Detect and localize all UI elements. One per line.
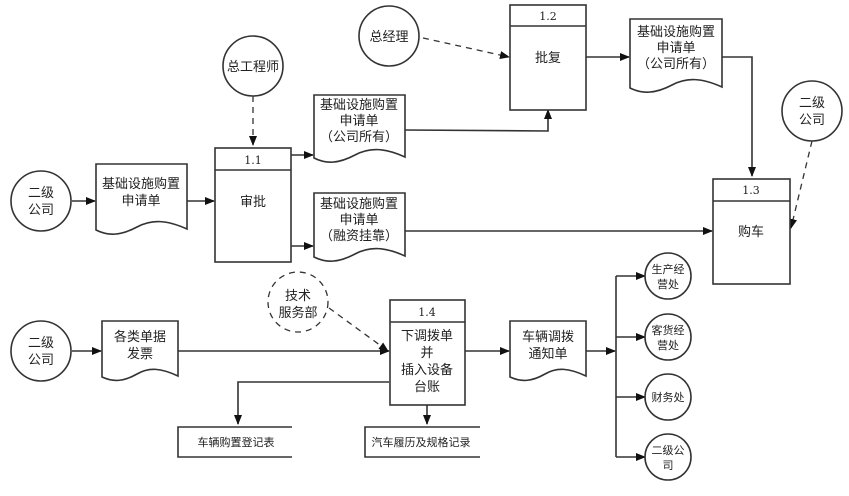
connectors <box>72 37 813 461</box>
store-purchase-register: 车辆购置登记表 <box>177 426 292 458</box>
document-request-form: 基础设施购置 申请单 <box>95 163 188 235</box>
svg-text:基础设施购置: 基础设施购置 <box>102 176 180 192</box>
entity-chief-engineer: 总工程师 <box>222 35 284 97</box>
svg-text:1.2: 1.2 <box>539 10 557 23</box>
svg-text:服务部: 服务部 <box>278 305 317 321</box>
entity-finance-office: 财务处 <box>644 373 692 421</box>
svg-text:财务处: 财务处 <box>652 390 685 404</box>
process-1-4: 1.4 下调拨单 并 插入设备 台账 <box>389 299 466 406</box>
document-request-company-a: 基础设施购置 申请单 （公司所有） <box>313 94 406 163</box>
svg-text:台账: 台账 <box>414 380 440 395</box>
svg-text:基础设施购置: 基础设施购置 <box>320 196 398 212</box>
process-1-2: 1.2 批复 <box>509 4 587 111</box>
svg-text:1.1: 1.1 <box>244 154 262 167</box>
svg-text:营处: 营处 <box>657 338 679 352</box>
svg-text:（公司所有）: （公司所有） <box>637 57 715 72</box>
svg-text:客货经: 客货经 <box>652 323 685 337</box>
svg-text:二级: 二级 <box>28 336 54 351</box>
svg-text:二级: 二级 <box>28 186 54 201</box>
svg-text:二级公: 二级公 <box>652 444 685 457</box>
svg-text:司: 司 <box>663 459 674 472</box>
flow-sub2-to-p13 <box>789 140 813 229</box>
svg-text:通知单: 通知单 <box>528 346 567 362</box>
svg-text:发票: 发票 <box>127 346 153 362</box>
svg-text:1.3: 1.3 <box>742 184 760 197</box>
flow-doc-b-to-p13 <box>722 56 756 177</box>
entity-sub-company-1: 二级 公司 <box>10 170 72 232</box>
svg-text:（公司所有）: （公司所有） <box>320 130 398 145</box>
svg-text:申请单: 申请单 <box>339 213 378 228</box>
svg-text:申请单: 申请单 <box>121 194 160 209</box>
svg-text:生产经: 生产经 <box>652 262 685 276</box>
svg-text:下调拨单: 下调拨单 <box>401 329 453 344</box>
flow-doc-a-to-p12 <box>404 109 552 132</box>
svg-text:基础设施购置: 基础设施购置 <box>320 97 398 113</box>
flow-p14-to-register <box>234 381 389 425</box>
svg-text:技术: 技术 <box>285 289 311 304</box>
svg-text:批复: 批复 <box>535 51 561 66</box>
svg-text:基础设施购置: 基础设施购置 <box>637 24 715 40</box>
svg-text:申请单: 申请单 <box>656 41 695 56</box>
svg-text:申请单: 申请单 <box>339 114 378 129</box>
svg-text:营处: 营处 <box>657 277 679 291</box>
entity-freight-office: 客货经 营处 <box>644 313 692 361</box>
svg-text:汽车履历及规格记录: 汽车履历及规格记录 <box>372 435 471 449</box>
svg-text:并: 并 <box>420 346 433 361</box>
svg-text:1.4: 1.4 <box>418 306 436 319</box>
svg-text:各类单据: 各类单据 <box>114 329 166 345</box>
entity-sub-company-out: 二级公 司 <box>644 433 692 481</box>
svg-text:总经理: 总经理 <box>369 30 408 45</box>
entity-general-manager: 总经理 <box>358 5 420 67</box>
document-request-company-b: 基础设施购置 申请单 （公司所有） <box>629 18 723 93</box>
svg-text:购车: 购车 <box>738 224 764 240</box>
flow-gm-to-p12 <box>422 37 510 59</box>
process-1-3: 1.3 购车 <box>712 178 791 285</box>
flow-tech-to-p14 <box>328 307 389 352</box>
document-transfer-notice: 车辆调拨 通知单 <box>509 320 587 382</box>
entity-sub-company-3: 二级 公司 <box>10 320 72 382</box>
svg-text:二级: 二级 <box>799 96 825 111</box>
svg-text:插入设备: 插入设备 <box>401 362 453 378</box>
svg-text:总工程师: 总工程师 <box>227 60 279 75</box>
svg-text:车辆购置登记表: 车辆购置登记表 <box>198 435 275 449</box>
entity-production-office: 生产经 营处 <box>644 252 692 300</box>
svg-text:公司: 公司 <box>28 203 54 218</box>
entity-tech-service: 技术 服务部 <box>267 271 329 333</box>
svg-text:车辆调拨: 车辆调拨 <box>522 329 574 345</box>
entity-sub-company-2: 二级 公司 <box>781 80 843 142</box>
svg-text:公司: 公司 <box>799 113 825 128</box>
svg-text:审批: 审批 <box>240 195 266 210</box>
store-vehicle-history: 汽车履历及规格记录 <box>364 426 480 458</box>
document-invoices: 各类单据 发票 <box>101 320 179 382</box>
document-request-financing: 基础设施购置 申请单 （融资挂靠） <box>313 192 406 262</box>
svg-text:公司: 公司 <box>28 353 54 368</box>
process-1-1: 1.1 审批 <box>214 147 292 263</box>
svg-text:（融资挂靠）: （融资挂靠） <box>320 229 398 244</box>
